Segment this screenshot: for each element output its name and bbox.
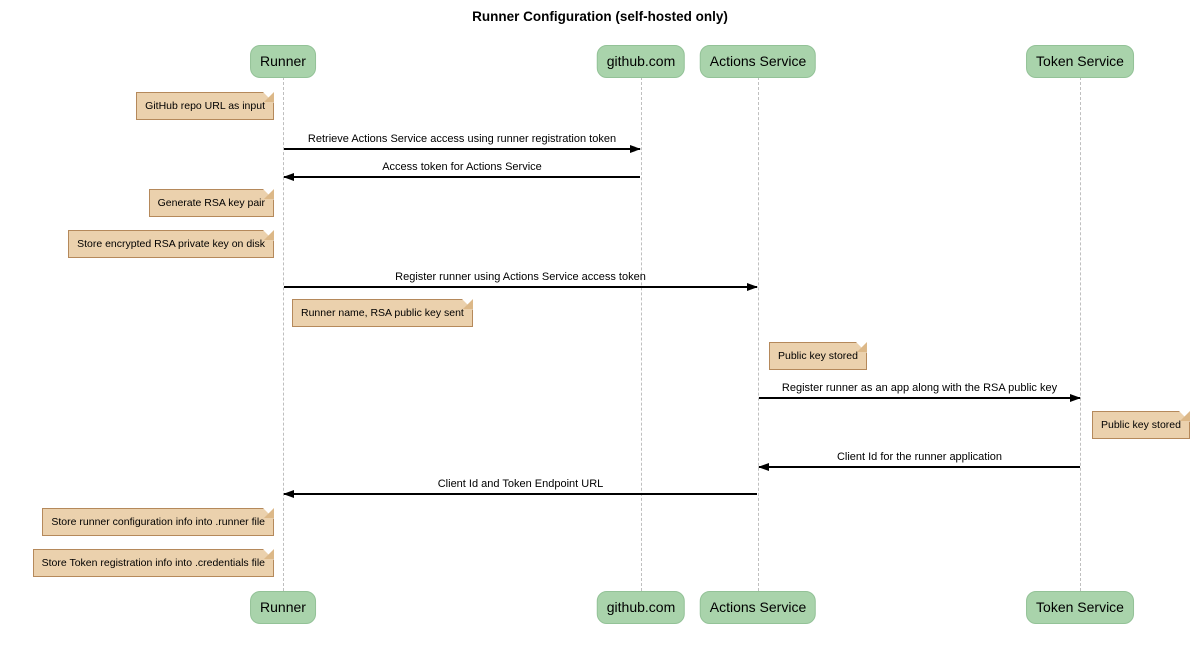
message-label: Access token for Actions Service	[382, 161, 542, 173]
note-store-runner-file: Store runner configuration info into .ru…	[42, 508, 274, 536]
message-label: Retrieve Actions Service access using ru…	[307, 133, 617, 145]
message-access-token-returned: Access token for Actions Service	[284, 160, 640, 178]
participant-actions-service-bottom: Actions Service	[699, 591, 817, 624]
lifeline-actions-service	[758, 77, 759, 591]
message-label: Client Id and Token Endpoint URL	[437, 478, 604, 490]
note-generate-rsa-key: Generate RSA key pair	[148, 189, 275, 217]
message-arrow-line	[759, 397, 1080, 399]
note-public-key-stored-actions: Public key stored	[769, 342, 867, 370]
participant-runner-top: Runner	[250, 45, 316, 78]
participant-token-service-top: Token Service	[1026, 45, 1134, 78]
message-arrow-line	[284, 493, 757, 495]
note-store-private-key: Store encrypted RSA private key on disk	[68, 230, 274, 258]
lifeline-token-service	[1080, 77, 1081, 591]
message-arrow-line	[284, 148, 640, 150]
message-register-runner: Register runner using Actions Service ac…	[284, 270, 757, 288]
message-arrow-line	[759, 466, 1080, 468]
note-runner-name-sent: Runner name, RSA public key sent	[292, 299, 473, 327]
message-client-id-returned: Client Id for the runner application	[759, 450, 1080, 468]
participant-github-top: github.com	[596, 45, 686, 78]
message-label: Register runner using Actions Service ac…	[395, 271, 646, 283]
message-label: Register runner as an app along with the…	[781, 382, 1058, 394]
message-client-id-endpoint: Client Id and Token Endpoint URL	[284, 477, 757, 495]
diagram-title: Runner Configuration (self-hosted only)	[472, 9, 728, 24]
participant-token-service-bottom: Token Service	[1026, 591, 1134, 624]
lifeline-runner	[283, 77, 284, 591]
note-github-repo-url: GitHub repo URL as input	[136, 92, 274, 120]
participant-runner-bottom: Runner	[250, 591, 316, 624]
message-label: Client Id for the runner application	[836, 451, 1003, 463]
participant-actions-service-top: Actions Service	[699, 45, 817, 78]
note-public-key-stored-token: Public key stored	[1092, 411, 1190, 439]
message-retrieve-actions-access: Retrieve Actions Service access using ru…	[284, 132, 640, 150]
participant-github-bottom: github.com	[596, 591, 686, 624]
note-store-credentials-file: Store Token registration info into .cred…	[32, 549, 275, 577]
message-register-runner-app: Register runner as an app along with the…	[759, 381, 1080, 399]
message-arrow-line	[284, 286, 757, 288]
lifeline-github	[641, 77, 642, 591]
message-arrow-line	[284, 176, 640, 178]
